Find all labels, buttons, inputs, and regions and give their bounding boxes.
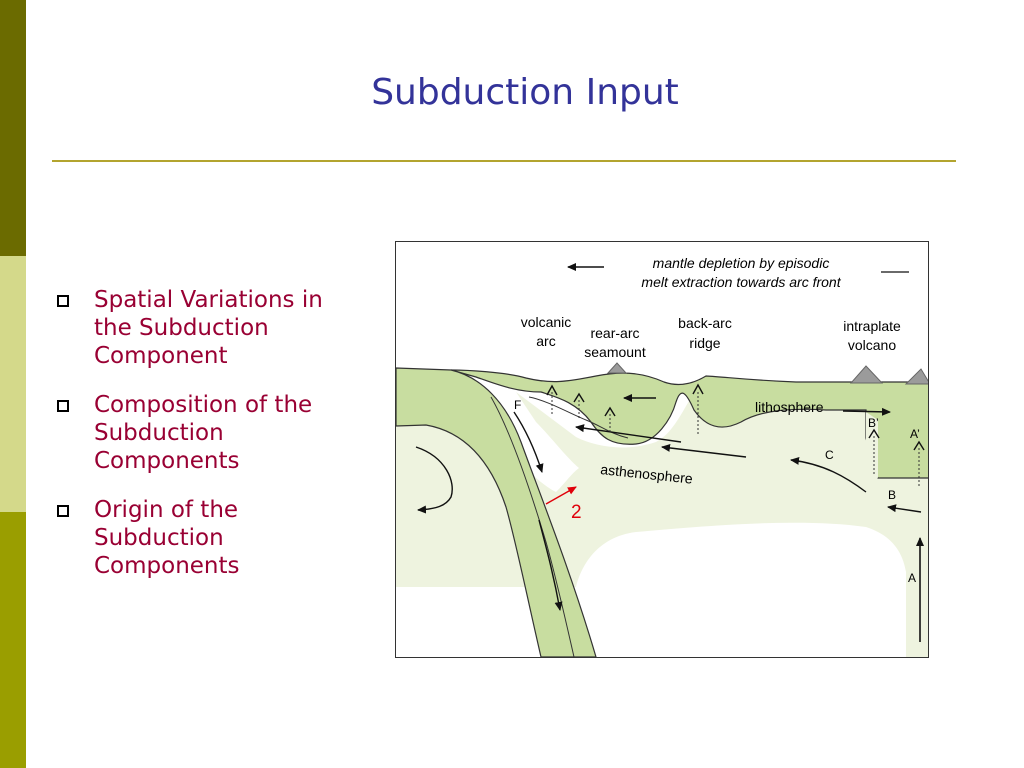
lithosphere-arrow <box>842 407 891 416</box>
sidebar-band-top <box>0 0 26 256</box>
slab-internal-line <box>490 396 575 657</box>
label-2: 2 <box>571 502 582 523</box>
flow-arrow <box>513 411 544 473</box>
flow-arrow <box>538 519 563 611</box>
mantle-note-line2: melt extraction towards arc front <box>641 274 841 290</box>
bullet-text: Origin of the Subduction Components <box>94 497 240 579</box>
intraplate-label-line1: intraplate <box>843 318 901 334</box>
square-bullet-icon <box>57 505 69 517</box>
flow-arrow <box>575 424 682 443</box>
lithosphere-label: lithosphere <box>755 399 824 415</box>
volcanic-arc-label-line1: volcanic <box>521 314 572 330</box>
subducting-slab <box>396 367 597 657</box>
volcanic-arc-label-line2: arc <box>536 333 555 349</box>
flow-arrow <box>887 504 922 513</box>
bullet-item: Composition of the Subduction Components <box>56 391 356 475</box>
intraplate-label-line2: volcano <box>848 337 896 353</box>
square-bullet-icon <box>57 400 69 412</box>
rear-arc-label-line1: rear-arc <box>590 325 639 341</box>
melt-chevron <box>868 428 880 439</box>
lithosphere-base-line <box>528 396 629 439</box>
melt-chevron <box>604 406 616 417</box>
melt-chevron <box>692 383 704 395</box>
overriding-lithosphere <box>450 369 928 479</box>
annotation-arrow-2 <box>545 486 577 505</box>
flow-arrow <box>415 446 453 514</box>
label-F: F <box>514 398 521 412</box>
melt-chevron <box>913 440 925 451</box>
melt-chevron <box>546 384 558 396</box>
volcano-icon <box>904 368 928 385</box>
label-C: C <box>825 448 834 462</box>
bullet-text: Composition of the Subduction Components <box>94 392 313 474</box>
label-A-prime: A’ <box>910 427 920 441</box>
back-arc-label-line1: back-arc <box>678 315 732 331</box>
volcano-icon <box>849 365 884 384</box>
rear-arc-label-line2: seamount <box>584 344 646 360</box>
bullet-list: Spatial Variations in the Subduction Com… <box>56 286 356 601</box>
subduction-diagram: mantle depletion by episodic melt extrac… <box>395 241 929 658</box>
bullet-item: Origin of the Subduction Components <box>56 496 356 580</box>
sidebar-band-middle <box>0 256 26 512</box>
label-B: B <box>888 488 896 502</box>
flow-arrow <box>661 443 747 458</box>
volcano-icon <box>606 362 628 374</box>
mantle-note-line1: mantle depletion by episodic <box>653 255 830 271</box>
bullet-text: Spatial Variations in the Subduction Com… <box>94 287 323 369</box>
title-divider <box>52 160 956 162</box>
flow-arrow <box>790 456 867 493</box>
label-B-prime: B’ <box>868 416 879 430</box>
slide-title: Subduction Input <box>371 72 679 113</box>
intraplate-channel <box>866 412 878 478</box>
label-A: A <box>908 571 916 585</box>
melt-chevron <box>573 392 585 403</box>
back-arc-label-line2: ridge <box>689 335 720 351</box>
bullet-item: Spatial Variations in the Subduction Com… <box>56 286 356 370</box>
square-bullet-icon <box>57 295 69 307</box>
subduction-diagram-svg: mantle depletion by episodic melt extrac… <box>396 255 928 657</box>
sidebar-band-bottom <box>0 512 26 768</box>
